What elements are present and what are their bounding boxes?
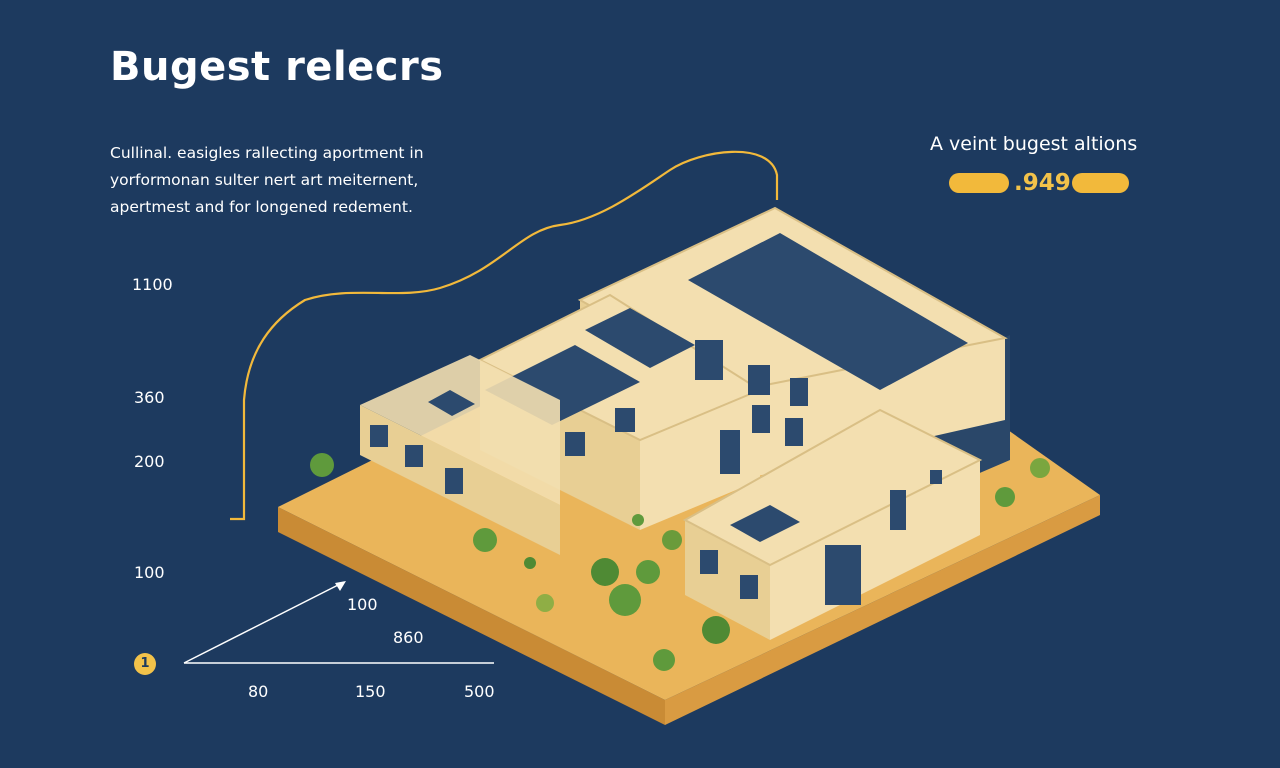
front-building-right-wall (770, 460, 980, 640)
y-tick-label: 100 (134, 563, 165, 582)
x-tick-label: 150 (355, 682, 386, 701)
roof-panel (688, 233, 968, 390)
description-line: yorformonan sulter nert art meiternent, (110, 171, 419, 189)
badge-label: A veint bugest altions (930, 133, 1138, 155)
ground-edge-right (665, 495, 1100, 725)
badge-bar-left (949, 173, 1009, 193)
ground-edge (278, 507, 665, 725)
window-set (370, 340, 942, 605)
badge-bar-right (1072, 173, 1129, 193)
y-tick-label: 200 (134, 452, 165, 471)
description-line: Cullinal. easigles rallecting aportment … (110, 144, 424, 162)
page-title: Bugest relecrs (110, 44, 444, 90)
x-tick-label: 80 (248, 682, 269, 701)
mid-roof-panel-2 (585, 308, 695, 368)
y-tick-label: 1100 (132, 275, 173, 294)
y-tick-label: 360 (134, 388, 165, 407)
inner-label: 860 (393, 628, 424, 647)
x-tick-label: 500 (464, 682, 495, 701)
main-building-right-wall (740, 338, 1005, 480)
left-wing-front (360, 355, 560, 505)
front-roof-panel (730, 505, 800, 542)
badge-value: .949 (1014, 170, 1071, 196)
gold-trend-line (230, 150, 779, 521)
diagonal-line (183, 581, 345, 664)
tree-set (310, 453, 1050, 671)
diagonal-arrow-head (335, 581, 346, 591)
description-text: Cullinal. easigles rallecting aportment … (110, 140, 450, 221)
inner-label: 100 (347, 595, 378, 614)
description-line: apertmest and for longened redement. (110, 198, 413, 216)
left-wing-roof-block (428, 390, 475, 416)
mid-building-right-wall (640, 390, 760, 530)
marker-badge: 1 (134, 653, 156, 675)
